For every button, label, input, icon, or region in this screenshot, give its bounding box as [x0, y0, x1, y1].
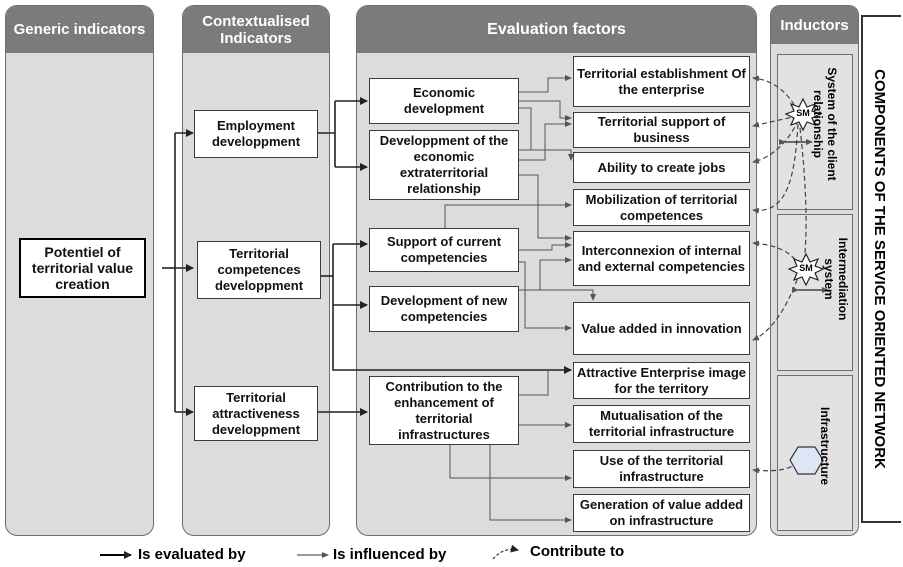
territorial-support-box: Territorial support of business	[573, 112, 750, 148]
sm-starburst-icon	[787, 252, 825, 287]
sm-badge-intermediation: SM	[799, 263, 813, 273]
network-bracket	[861, 15, 901, 523]
employment-development-box: Employment developpment	[194, 110, 318, 158]
extraterritorial-relationship-box: Developpment of the economic extraterrit…	[369, 130, 519, 200]
hexagon-icon	[789, 446, 824, 475]
legend-influenced: Is influenced by	[333, 546, 447, 563]
contextualised-indicators-header: Contextualised Indicators	[183, 6, 329, 53]
network-label: COMPONENTS OF THE SERVICE ORIENTED NETWO…	[871, 69, 888, 469]
territorial-establishment-box: Territorial establishment Of the enterpr…	[573, 56, 750, 107]
sm-starburst-icon	[784, 97, 822, 132]
client-relationship-label: System of the client relationship	[811, 67, 839, 181]
mobilization-competences-box: Mobilization of territorial competences	[573, 189, 750, 226]
value-innovation-box: Value added in innovation	[573, 302, 750, 355]
economic-development-box: Economic development	[369, 78, 519, 124]
mutualisation-box: Mutualisation of the territorial infrast…	[573, 405, 750, 443]
legend-evaluated: Is evaluated by	[138, 546, 246, 563]
infrastructure-label: Infrastructure	[818, 406, 832, 486]
evaluation-factors-header: Evaluation factors	[357, 6, 756, 53]
intermediation-label: Intermediation system	[822, 237, 850, 321]
new-competencies-box: Development of new competencies	[369, 286, 519, 332]
interconnexion-box: Interconnexion of internal and external …	[573, 231, 750, 286]
attractiveness-development-box: Territorial attractiveness developpment	[194, 386, 318, 441]
client-relationship-section	[777, 54, 853, 210]
inductors-header: Inductors	[771, 6, 858, 44]
legend-contribute: Contribute to	[530, 543, 625, 560]
potential-value-creation-box: Potentiel of territorial value creation	[19, 238, 146, 298]
competences-development-box: Territorial competences developpment	[197, 241, 321, 299]
use-infrastructure-box: Use of the territorial infrastructure	[573, 450, 750, 488]
enterprise-image-box: Attractive Enterprise image for the terr…	[573, 362, 750, 399]
generation-value-box: Generation of value added on infrastruct…	[573, 494, 750, 532]
generic-indicators-header: Generic indicators	[6, 6, 153, 53]
create-jobs-box: Ability to create jobs	[573, 152, 750, 183]
infrastructures-enhancement-box: Contribution to the enhancement of terri…	[369, 376, 519, 445]
support-competencies-box: Support of current competencies	[369, 228, 519, 272]
sm-badge-client: SM	[796, 108, 810, 118]
